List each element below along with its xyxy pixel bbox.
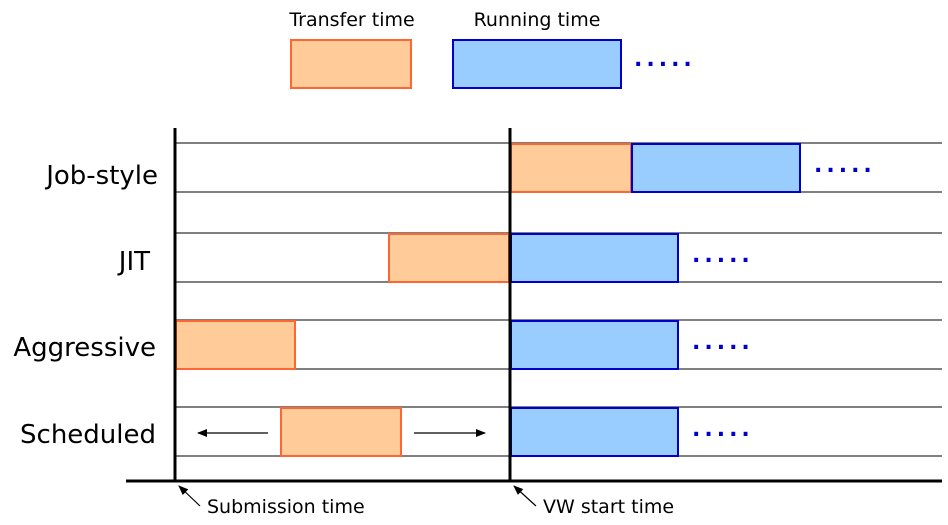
- job-style-transfer-bar: [510, 143, 632, 193]
- submission-time-label: Submission time: [207, 496, 365, 518]
- aggressive-transfer-bar: [175, 320, 296, 370]
- scheduled-running-bar: [510, 407, 679, 457]
- row-label-jit: JIT: [117, 247, 150, 277]
- scheduled-transfer-bar: [280, 407, 402, 457]
- aggressive-continuation-dots: .....: [692, 330, 754, 355]
- legend-transfer-swatch: [290, 39, 412, 89]
- job-style-continuation-dots: .....: [814, 153, 876, 178]
- row-label-aggressive: Aggressive: [13, 333, 156, 363]
- job-style-running-bar: [631, 143, 801, 193]
- legend-continuation-dots: .....: [634, 47, 696, 72]
- vw-start-time-label: VW start time: [543, 496, 674, 518]
- jit-transfer-bar: [388, 233, 510, 283]
- legend-transfer-label: Transfer time: [288, 9, 414, 31]
- submission-time-pointer: [178, 485, 201, 507]
- row-label-scheduled: Scheduled: [20, 420, 156, 450]
- jit-running-bar: [510, 233, 679, 283]
- legend: Transfer time Running time .....: [288, 9, 696, 89]
- legend-running-swatch: [452, 39, 622, 89]
- row-label-job-style: Job-style: [44, 161, 158, 191]
- legend-running-label: Running time: [474, 9, 601, 31]
- scheduled-continuation-dots: .....: [692, 417, 754, 442]
- jit-continuation-dots: .....: [692, 243, 754, 268]
- aggressive-running-bar: [510, 320, 679, 370]
- vw-start-time-pointer: [513, 485, 537, 507]
